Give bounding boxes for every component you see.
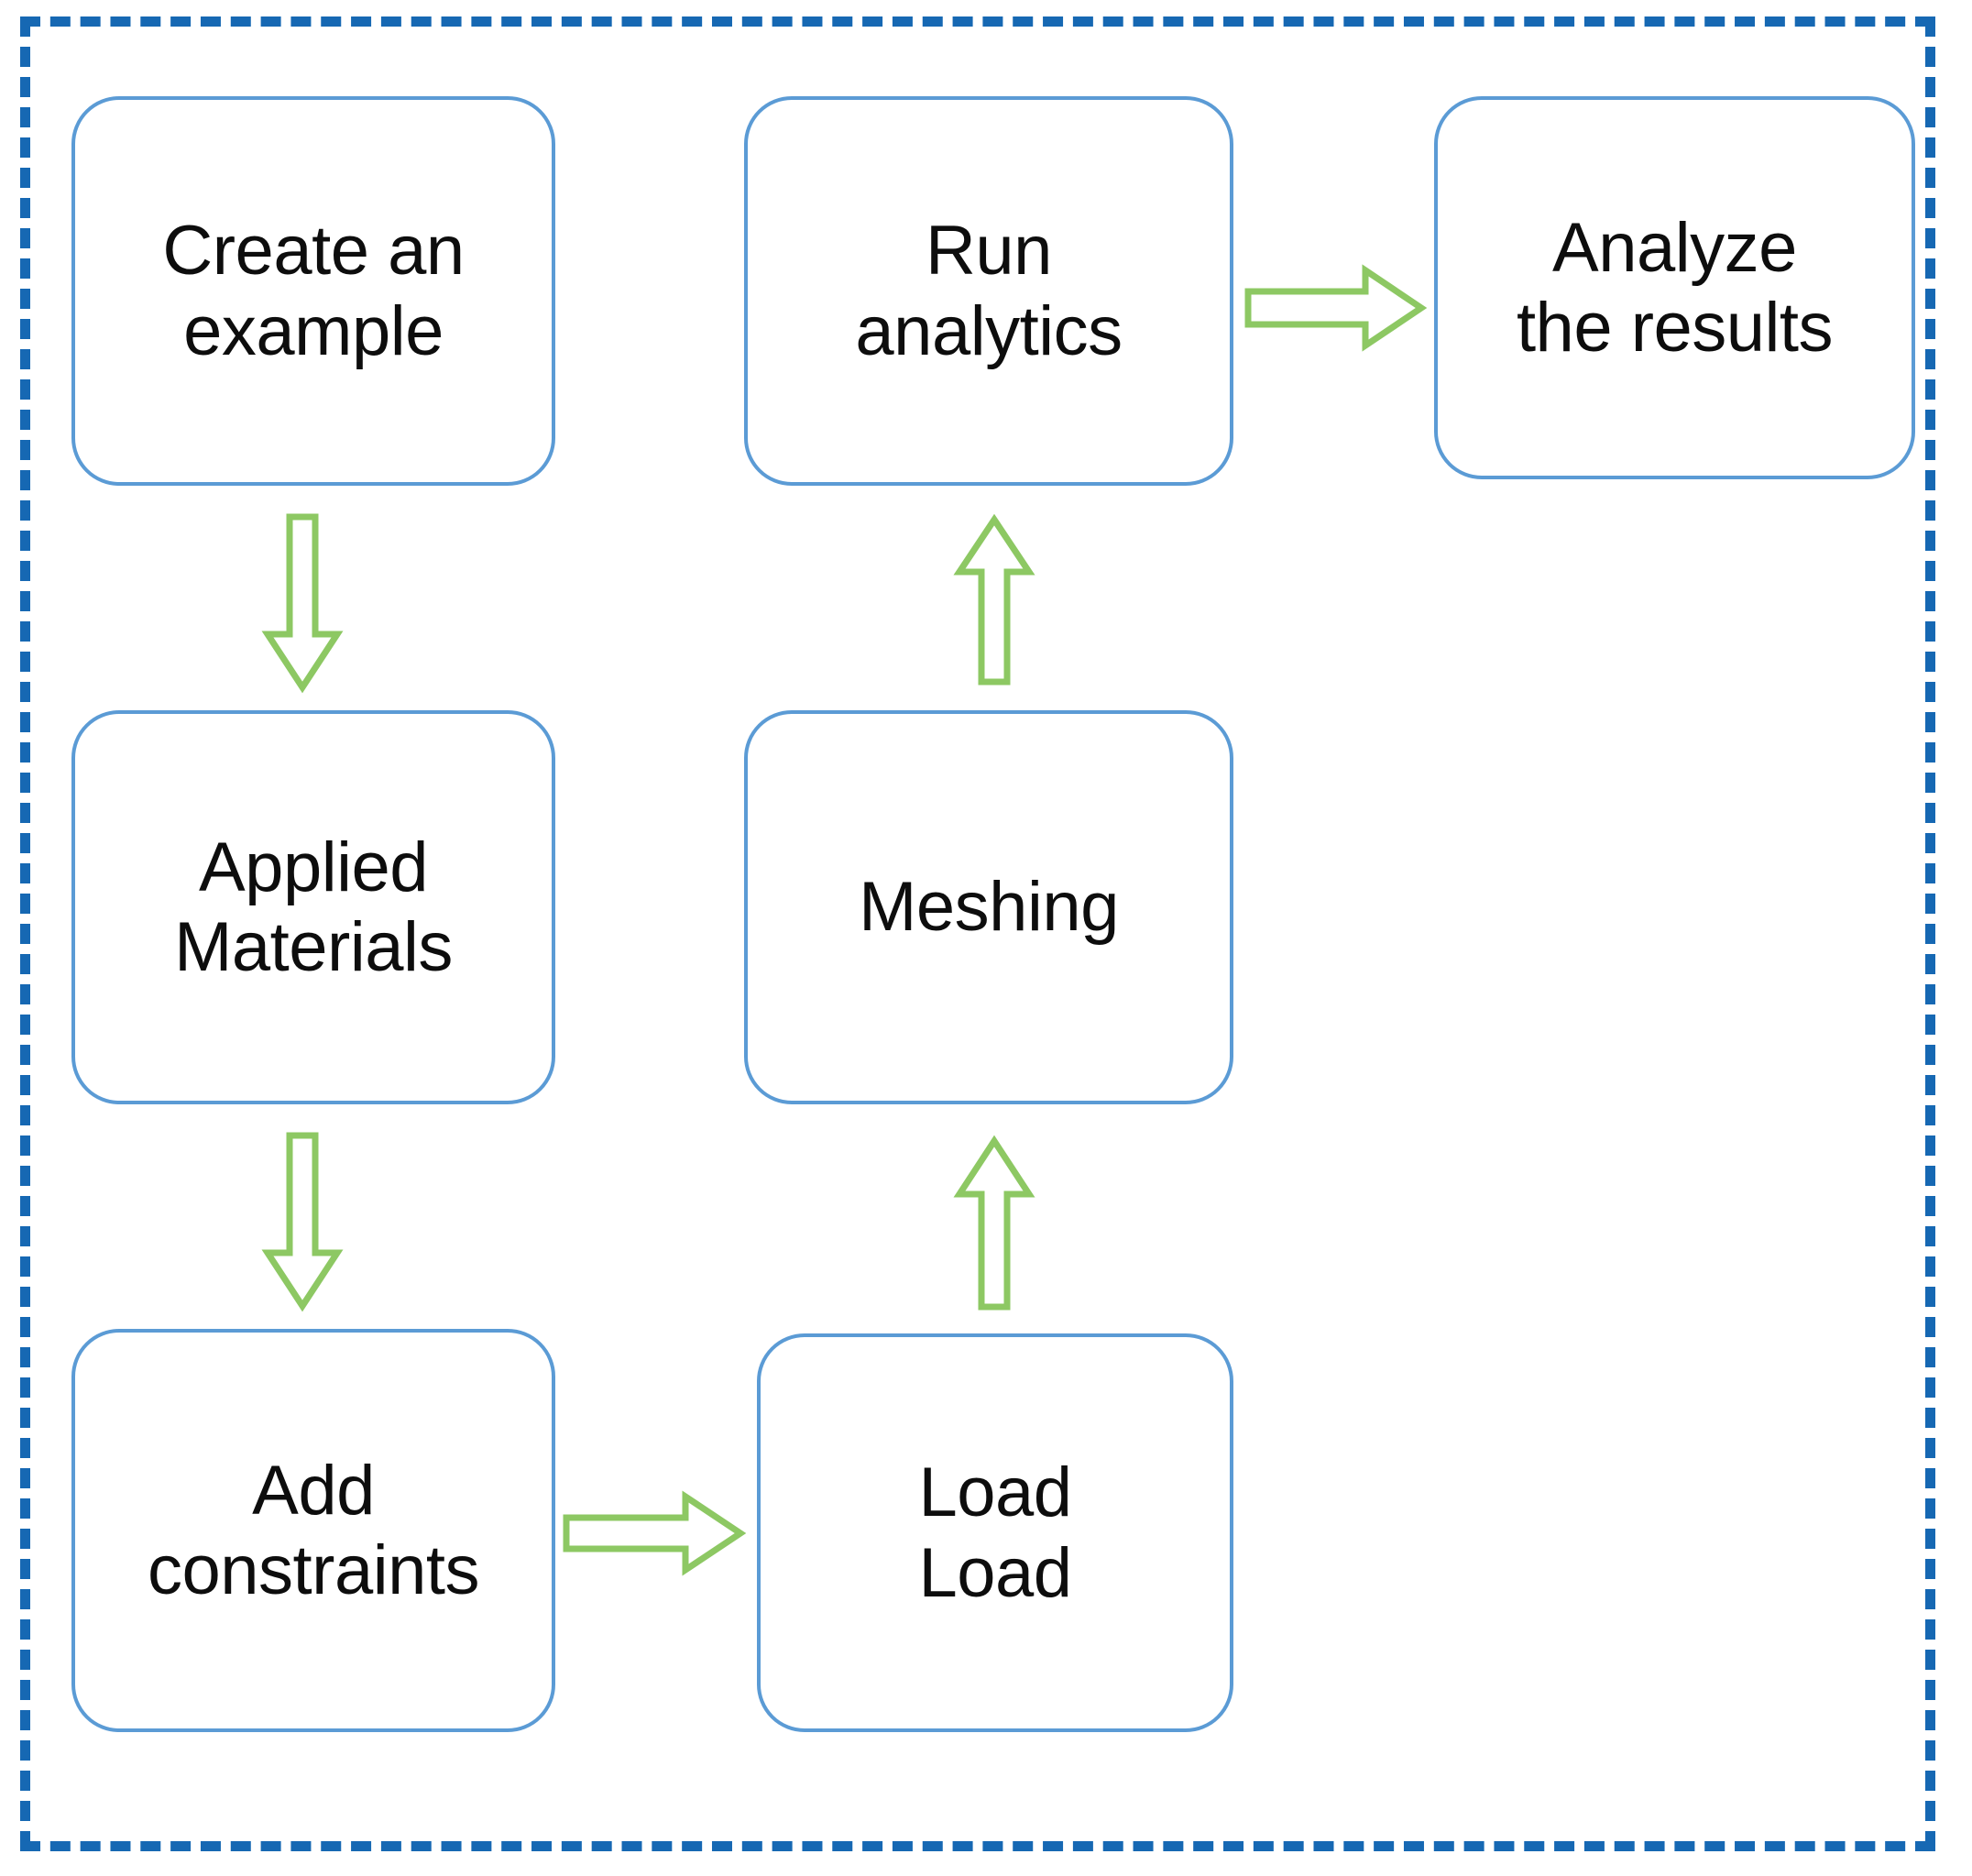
node-meshing[interactable]: Meshing <box>744 710 1233 1104</box>
node-label: Run analytics <box>855 212 1123 370</box>
node-analyze-the-results[interactable]: Analyze the results <box>1434 96 1915 479</box>
dashed-border-frame <box>20 16 1935 1851</box>
node-label: Applied Materials <box>174 828 453 986</box>
node-add-constraints[interactable]: Add constraints <box>71 1329 555 1732</box>
node-create-an-example[interactable]: Create an example <box>71 96 555 486</box>
arrow-down-icon-applied-to-add <box>261 1132 344 1312</box>
node-label: Analyze the results <box>1516 208 1834 367</box>
arrow-right-icon-run-to-analyze <box>1244 264 1428 352</box>
arrow-right-icon-add-to-load <box>563 1489 747 1577</box>
node-load-load[interactable]: Load Load <box>757 1333 1233 1732</box>
arrow-down-icon-create-to-applied <box>261 513 344 694</box>
node-run-analytics[interactable]: Run analytics <box>744 96 1233 486</box>
node-label: Load Load <box>918 1454 1072 1612</box>
node-applied-materials[interactable]: Applied Materials <box>71 710 555 1104</box>
arrow-up-icon-meshing-to-run <box>953 513 1035 686</box>
node-label: Create an example <box>162 212 465 370</box>
arrow-up-icon-load-to-meshing <box>953 1135 1035 1311</box>
node-label: Add constraints <box>148 1451 480 1609</box>
node-label: Meshing <box>859 868 1119 947</box>
